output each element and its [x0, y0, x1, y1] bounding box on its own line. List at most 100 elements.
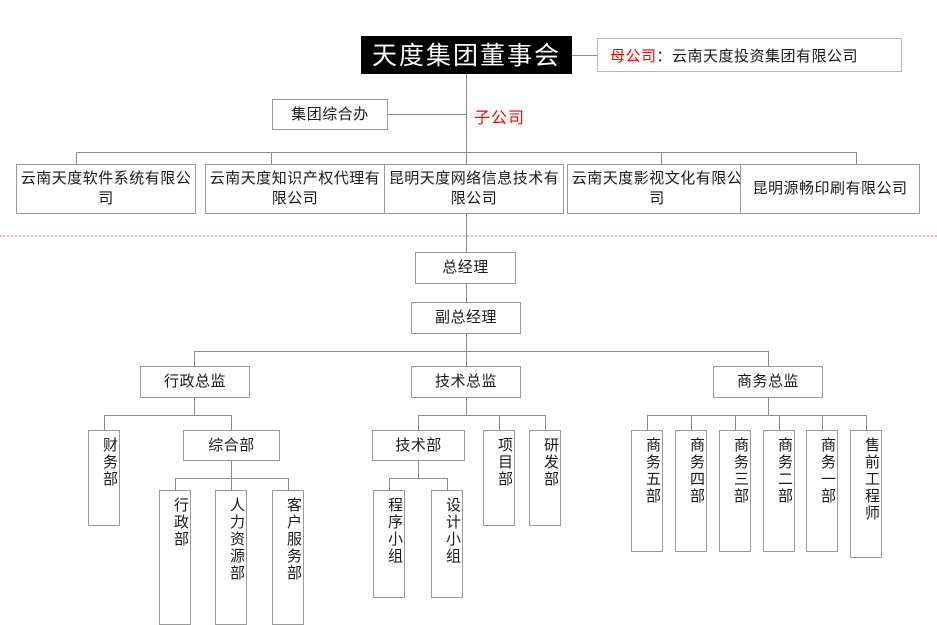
director-label-tech: 技术总监 [434, 372, 497, 391]
admin-drop-general [231, 415, 232, 430]
business-unit-label-3: 商务三部 [732, 437, 750, 505]
business-unit-box-1[interactable]: 商务一部 [806, 430, 838, 552]
parent-company-tag: 母公司 [610, 46, 657, 65]
business-drop-5 [822, 415, 823, 430]
business-unit-label-5: 商务五部 [644, 437, 662, 505]
deputy-general-manager-box[interactable]: 副总经理 [411, 302, 521, 334]
director-bus [194, 351, 769, 352]
design-team-box[interactable]: 设计小组 [431, 490, 463, 598]
design-team-label: 设计小组 [444, 497, 462, 565]
director-label-business: 商务总监 [736, 372, 799, 391]
trunk-board [466, 74, 467, 152]
director-drop-3 [768, 351, 769, 366]
admin-dept-box[interactable]: 行政部 [159, 490, 191, 625]
board-header-box[interactable]: 天度集团董事会 [361, 36, 572, 74]
finance-dept-box[interactable]: 财务部 [88, 430, 120, 526]
trunk-gm-to-dgm [466, 284, 467, 302]
general-dept-box[interactable]: 综合部 [183, 430, 280, 461]
business-unit-label-1: 商务一部 [819, 437, 837, 505]
general-dept-drop-2 [231, 478, 232, 490]
customer-service-dept-box[interactable]: 客户服务部 [272, 490, 304, 625]
subsidiary-drop-4 [661, 152, 662, 164]
presales-engineer-label: 售前工程师 [863, 437, 881, 522]
finance-dept-label: 财务部 [101, 437, 119, 488]
rnd-dept-label: 研发部 [542, 437, 560, 488]
tech-dept-drop-2 [447, 478, 448, 490]
group-office-label: 集团综合办 [291, 104, 369, 123]
program-team-label: 程序小组 [386, 497, 404, 565]
business-drop-1 [647, 415, 648, 430]
subsidiary-box-4[interactable]: 云南天度影视文化有限公司 [567, 164, 747, 214]
tech-trunk [466, 398, 467, 415]
tech-drop-project [499, 415, 500, 430]
connector-board-to-parent [572, 55, 597, 56]
subsidiary-label-2: 云南天度知识产权代理有限公司 [209, 169, 381, 207]
director-box-business[interactable]: 商务总监 [713, 366, 823, 398]
tech-dept-drop-1 [389, 478, 390, 490]
subsidiary-label-1: 云南天度软件系统有限公司 [20, 169, 192, 207]
subsidiary-drop-5 [856, 152, 857, 164]
board-header-label: 天度集团董事会 [371, 40, 561, 70]
business-trunk [768, 398, 769, 415]
tech-dept-label: 技术部 [395, 435, 442, 454]
deputy-general-manager-label: 副总经理 [434, 308, 497, 327]
tech-dept-bus [389, 478, 447, 479]
program-team-box[interactable]: 程序小组 [373, 490, 405, 598]
tech-drop-rnd [545, 415, 546, 430]
director-drop-2 [466, 351, 467, 366]
trunk-to-management [466, 214, 467, 252]
hr-dept-label: 人力资源部 [228, 497, 246, 582]
subsidiary-box-5[interactable]: 昆明源畅印刷有限公司 [740, 164, 920, 214]
general-dept-drop-1 [175, 478, 176, 490]
general-dept-label: 综合部 [208, 435, 255, 454]
director-box-admin[interactable]: 行政总监 [140, 366, 250, 398]
subsidiary-box-1[interactable]: 云南天度软件系统有限公司 [16, 164, 196, 214]
business-unit-label-2: 商务二部 [776, 437, 794, 505]
general-dept-drop-3 [288, 478, 289, 490]
business-unit-box-2[interactable]: 商务二部 [763, 430, 795, 552]
tech-dept-trunk [418, 461, 419, 478]
project-dept-label: 项目部 [496, 437, 514, 488]
parent-company-box[interactable]: 母公司：云南天度投资集团有限公司 [597, 38, 902, 72]
business-drop-2 [691, 415, 692, 430]
business-drop-4 [779, 415, 780, 430]
subsidiary-label-5: 昆明源畅印刷有限公司 [752, 179, 908, 198]
section-divider [0, 235, 937, 237]
hr-dept-box[interactable]: 人力资源部 [215, 490, 247, 625]
business-unit-box-5[interactable]: 商务五部 [631, 430, 663, 552]
group-office-box[interactable]: 集团综合办 [272, 99, 388, 130]
trunk-dgm-down [466, 334, 467, 351]
subsidiary-tag-label: 子公司 [474, 108, 526, 127]
director-drop-1 [194, 351, 195, 366]
business-drop-3 [735, 415, 736, 430]
director-label-admin: 行政总监 [163, 372, 226, 391]
tech-dept-box[interactable]: 技术部 [372, 430, 465, 461]
business-unit-box-3[interactable]: 商务三部 [719, 430, 751, 552]
business-unit-label-4: 商务四部 [688, 437, 706, 505]
director-box-tech[interactable]: 技术总监 [411, 366, 521, 398]
rnd-dept-box[interactable]: 研发部 [529, 430, 561, 526]
admin-dept-label: 行政部 [172, 497, 190, 548]
customer-service-dept-label: 客户服务部 [285, 497, 303, 582]
general-manager-label: 总经理 [442, 258, 489, 277]
subsidiary-label-4: 云南天度影视文化有限公司 [571, 169, 743, 207]
tech-drop-dept [418, 415, 419, 430]
admin-trunk [194, 398, 195, 415]
subsidiary-box-3[interactable]: 昆明天度网络信息技术有限公司 [384, 164, 564, 214]
general-dept-trunk [231, 461, 232, 478]
subsidiary-drop-3 [466, 152, 467, 164]
admin-bus [104, 415, 232, 416]
business-bus [647, 415, 866, 416]
presales-engineer-box[interactable]: 售前工程师 [850, 430, 882, 558]
project-dept-box[interactable]: 项目部 [483, 430, 515, 526]
subsidiary-drop-1 [76, 152, 77, 164]
parent-company-name: 云南天度投资集团有限公司 [672, 46, 859, 65]
business-unit-box-4[interactable]: 商务四部 [675, 430, 707, 552]
admin-drop-finance [104, 415, 105, 430]
general-manager-box[interactable]: 总经理 [415, 252, 516, 284]
connector-group-office-to-trunk [388, 114, 466, 115]
subsidiary-box-2[interactable]: 云南天度知识产权代理有限公司 [205, 164, 385, 214]
subsidiary-label-3: 昆明天度网络信息技术有限公司 [388, 169, 560, 207]
business-drop-6 [866, 415, 867, 430]
